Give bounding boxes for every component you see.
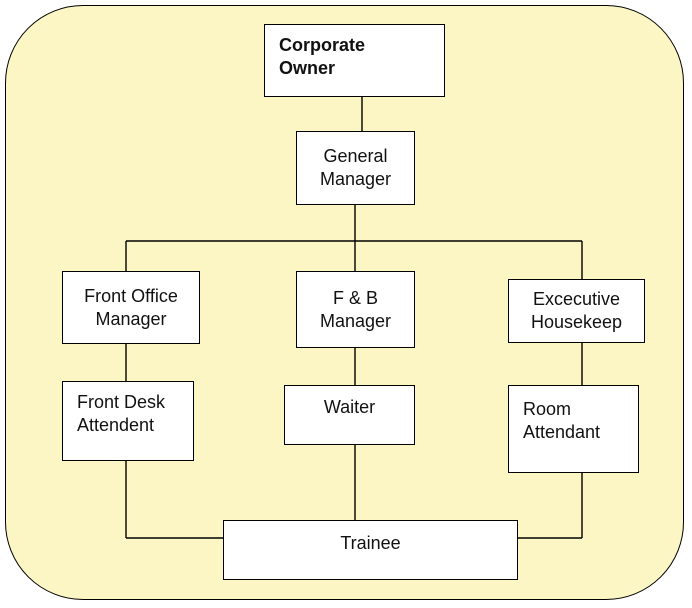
node-waiter: Waiter [284, 385, 415, 445]
node-front-desk-attendent: Front Desk Attendent [62, 381, 194, 461]
node-front-office-manager: Front Office Manager [62, 271, 200, 344]
node-fb-manager: F & B Manager [296, 271, 415, 348]
node-fb-manager-label: F & B Manager [319, 287, 392, 331]
node-trainee-label: Trainee [340, 533, 401, 553]
node-waiter-label: Waiter [323, 397, 376, 417]
node-corporate-owner: Corporate Owner [264, 24, 445, 97]
node-executive-housekeep-label: Excecutive Housekeep [530, 289, 623, 332]
node-trainee: Trainee [223, 520, 518, 580]
node-front-office-manager-label: Front Office Manager [84, 285, 178, 329]
node-executive-housekeep: Excecutive Housekeep [508, 279, 645, 343]
node-general-manager: General Manager [296, 131, 415, 205]
node-general-manager-label: General Manager [319, 146, 392, 189]
node-room-attendant: Room Attendant [508, 385, 639, 473]
